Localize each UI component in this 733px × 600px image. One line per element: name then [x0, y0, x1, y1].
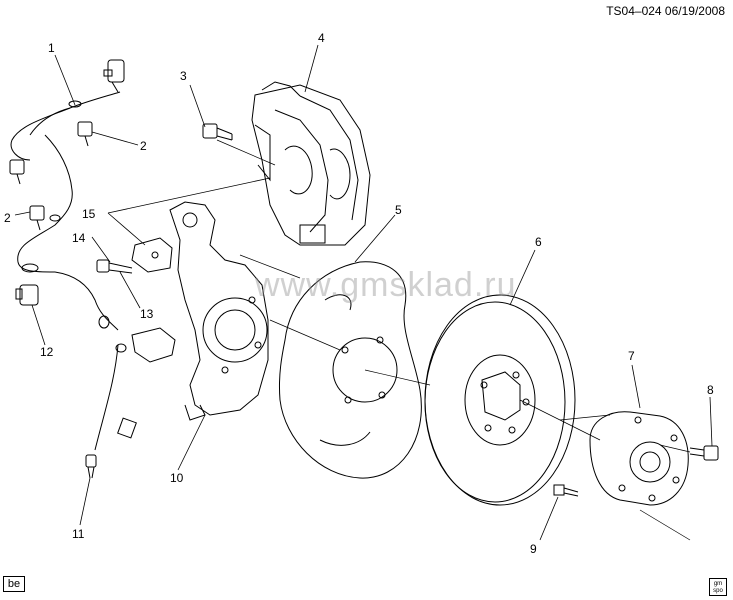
callout-8: 8: [707, 383, 714, 397]
callout-4: 4: [318, 31, 325, 45]
wheel-stud-9: [553, 484, 579, 497]
callout-3: 3: [180, 69, 187, 83]
harness-clips: [9, 121, 93, 231]
splash-shield-5: [279, 261, 422, 479]
bolt-11: [85, 454, 97, 479]
callout-13: 13: [140, 307, 154, 321]
callout-2b: 2: [4, 211, 11, 225]
watermark: www.gmsklad.ru: [255, 266, 517, 304]
callout-15: 15: [82, 207, 96, 221]
brake-rotor-6: [424, 294, 576, 506]
caliper-bolt-3: [202, 123, 233, 141]
diagram-code: TS04–024 06/19/2008: [606, 4, 725, 18]
corner-tag: be: [3, 576, 25, 592]
gm-spo-logo: gm spo: [709, 578, 727, 596]
bracket-15: [131, 237, 173, 273]
wheel-speed-sensor-harness: [10, 59, 137, 451]
callout-11: 11: [72, 527, 85, 541]
sensor-13: [131, 327, 176, 363]
steering-knuckle-10: [169, 201, 269, 421]
callout-5: 5: [395, 203, 402, 217]
wheel-hub-7: [589, 411, 689, 506]
alignment-lines: [216, 139, 691, 541]
callout-12: 12: [40, 345, 54, 359]
callout-2a: 2: [140, 139, 147, 153]
callout-10: 10: [170, 471, 184, 485]
bolt-14: [96, 259, 133, 274]
hub-bolt-8: [689, 445, 719, 461]
callout-9: 9: [530, 542, 537, 556]
callout-14: 14: [72, 231, 86, 245]
callout-6: 6: [535, 235, 542, 249]
callout-7: 7: [628, 349, 635, 363]
callout-1: 1: [48, 41, 55, 55]
brake-caliper-4: [251, 81, 371, 246]
clip-12: [19, 284, 39, 306]
callout-leaders: [14, 44, 713, 541]
